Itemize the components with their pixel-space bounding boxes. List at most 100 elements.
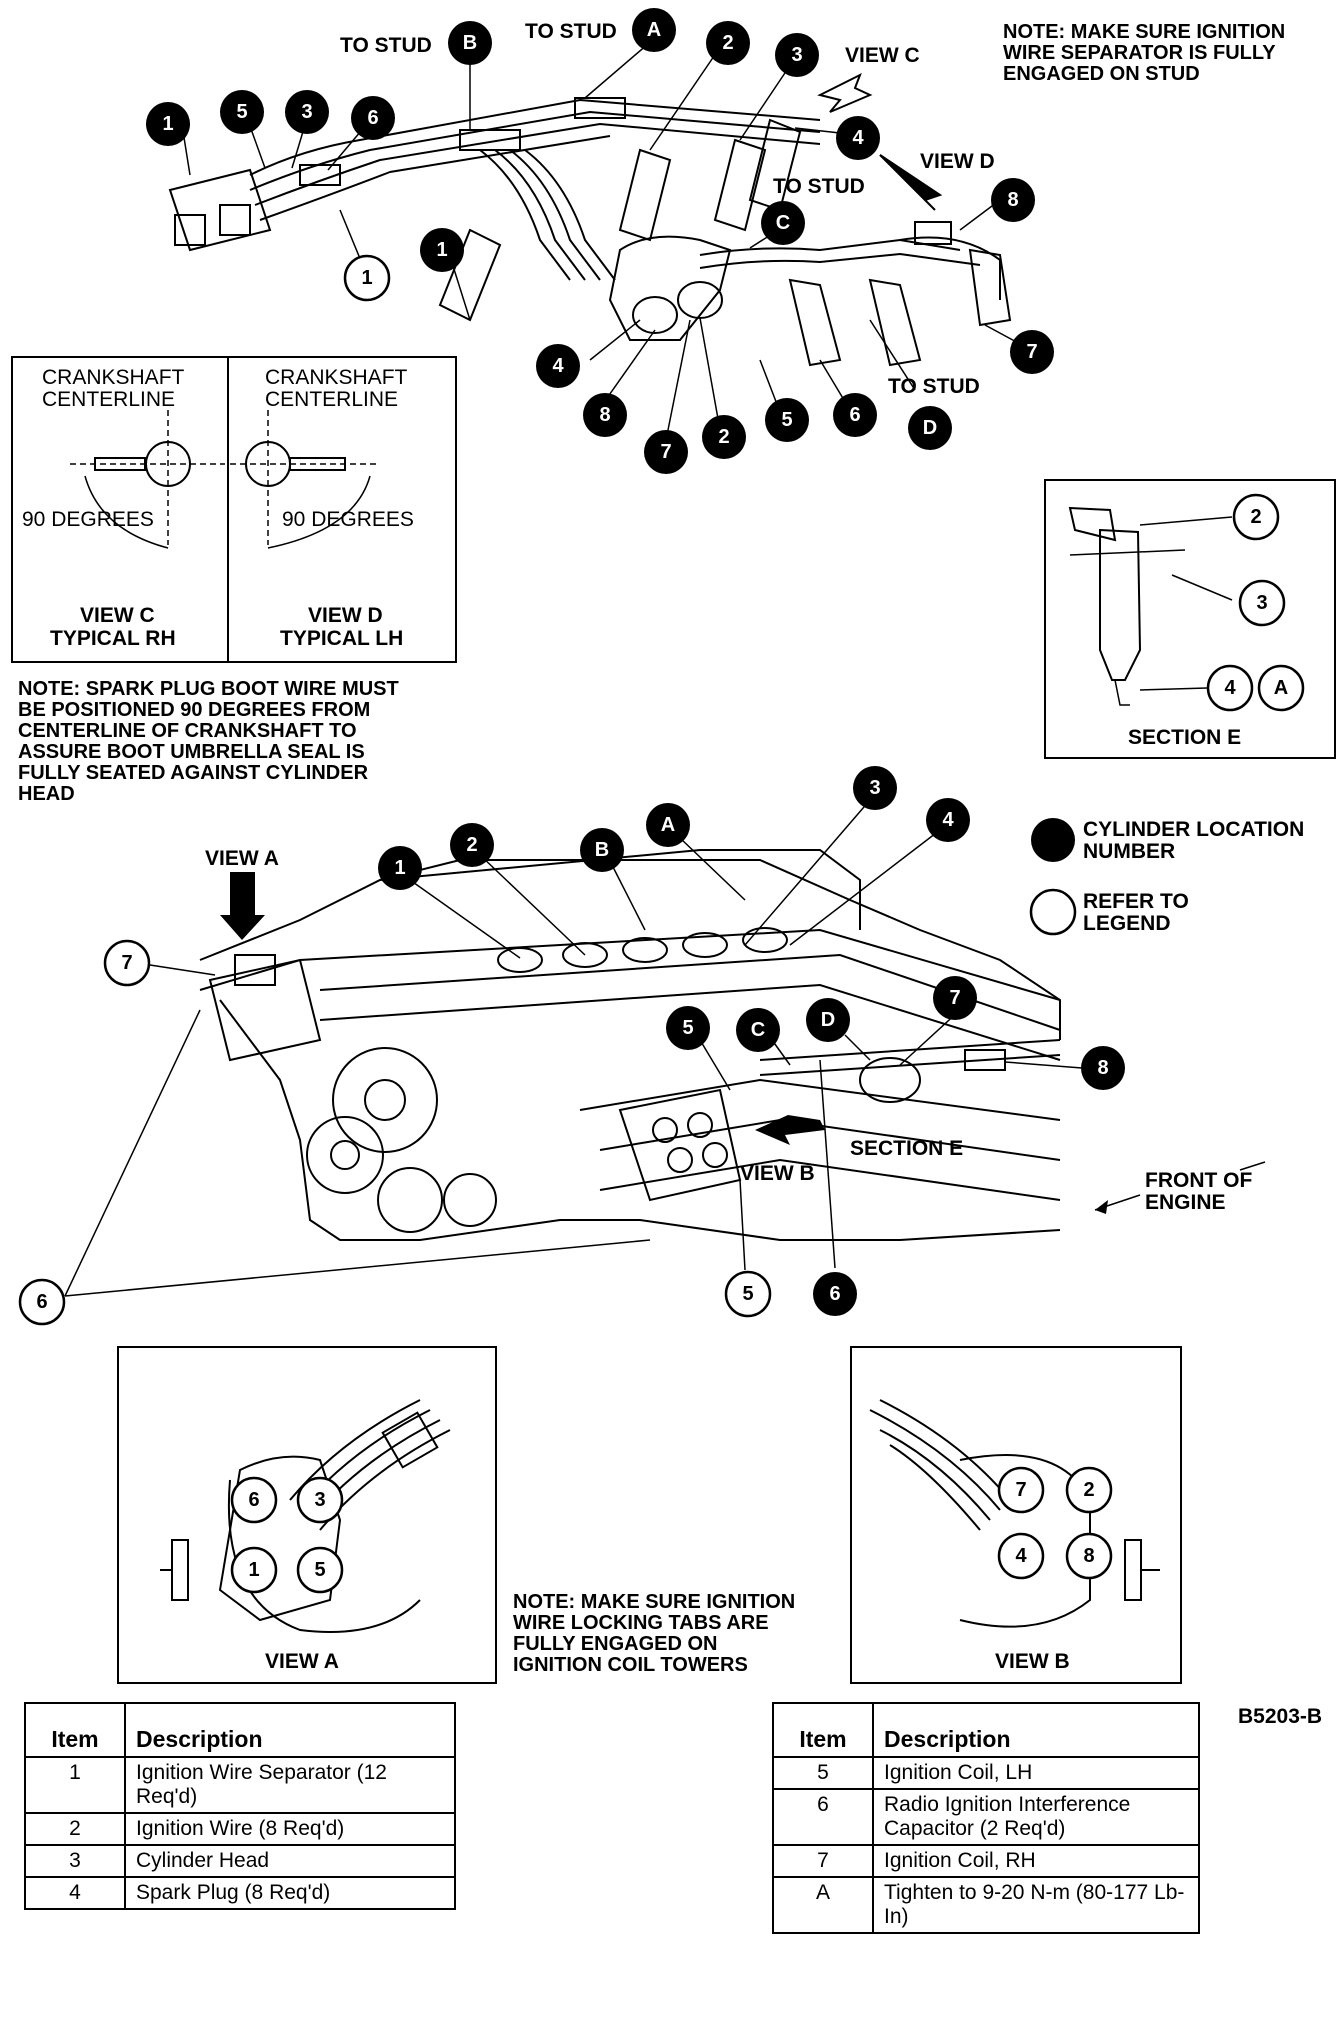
callout-circle xyxy=(765,398,809,442)
callout-number-2: 2 xyxy=(1250,506,1261,528)
callout-number-4: 4 xyxy=(852,127,864,149)
callout-circle xyxy=(724,1270,772,1318)
section-e-title: SECTION E xyxy=(1128,726,1241,749)
callout: 3 xyxy=(296,1476,344,1524)
note-locking-tabs: NOTE: MAKE SURE IGNITION WIRE LOCKING TA… xyxy=(513,1591,796,1676)
legend-row: A Tighten to 9-20 N-m (80-177 Lb-In) xyxy=(772,1876,1200,1934)
callout-number-2: 2 xyxy=(718,426,729,448)
callout-number-7: 7 xyxy=(660,441,671,463)
legend-header-description: Description xyxy=(872,1702,1200,1758)
view-a-arrow-label: VIEW A xyxy=(205,847,279,870)
legend-row: 6 Radio Ignition Interference Capacitor … xyxy=(772,1788,1200,1846)
legend-item: 7 xyxy=(772,1844,874,1878)
callout-letter-c: C xyxy=(751,1019,765,1041)
callout-number-1: 1 xyxy=(162,113,173,135)
section-e-label: SECTION E xyxy=(850,1137,963,1160)
callout-number-5: 5 xyxy=(236,101,247,123)
callout: 6 xyxy=(230,1476,278,1524)
callout-circle xyxy=(1031,818,1075,862)
callout-number-6: 6 xyxy=(36,1291,47,1313)
callout-number-7: 7 xyxy=(949,987,960,1009)
view-c-typical: VIEW C xyxy=(80,604,155,627)
callout-number-2: 2 xyxy=(466,834,477,856)
legend-description: Radio Ignition Interference Capacitor (2… xyxy=(872,1788,1200,1846)
callout-circle xyxy=(146,102,190,146)
callout-number-8: 8 xyxy=(1007,189,1018,211)
engine-drawing xyxy=(199,849,1266,1241)
legend-row: 2 Ignition Wire (8 Req'd) xyxy=(24,1812,456,1846)
note-separator: NOTE: MAKE SURE IGNITION WIRE SEPARATOR … xyxy=(1003,21,1286,85)
legend-item: 4 xyxy=(24,1876,126,1910)
callout-circle xyxy=(220,90,264,134)
legend-description: Cylinder Head xyxy=(124,1844,456,1878)
view-d-label: VIEW D xyxy=(920,150,995,173)
view-c-label: VIEW C xyxy=(845,44,920,67)
callout-number-4: 4 xyxy=(942,809,954,831)
callout-circle xyxy=(997,1532,1045,1580)
callout-circle xyxy=(285,90,329,134)
figure-id: B5203-B xyxy=(1238,1705,1322,1728)
callout-circle xyxy=(1010,330,1054,374)
callout-circle xyxy=(306,1116,384,1194)
cylinder-6-callout: 6 xyxy=(351,96,395,140)
view-b-title: VIEW B xyxy=(995,1650,1070,1673)
callout-circle xyxy=(1257,664,1305,712)
top-wire-harness-drawing xyxy=(168,72,1012,367)
callout: C xyxy=(736,1008,780,1052)
callout-letter-a: A xyxy=(661,814,675,836)
callout-circle xyxy=(632,8,676,52)
callout-number-3: 3 xyxy=(301,101,312,123)
view-b-arrow-label: VIEW B xyxy=(740,1162,815,1185)
to-stud-b-label: TO STUD xyxy=(340,34,432,57)
callout: 1 xyxy=(230,1546,278,1594)
callout: 3 xyxy=(1238,579,1286,627)
callout-letter-d: D xyxy=(923,417,937,439)
callout-letter-a: A xyxy=(1274,677,1288,699)
stud-a-callout: A xyxy=(632,8,676,52)
callout-number-3: 3 xyxy=(1256,592,1267,614)
legend-description: Ignition Coil, LH xyxy=(872,1756,1200,1790)
legend-item: 6 xyxy=(772,1788,874,1846)
callout-circle xyxy=(806,998,850,1042)
view-a-box: 6 3 1 5 xyxy=(117,1346,497,1684)
stud-c-callout: C xyxy=(761,201,805,245)
callout-circle xyxy=(833,393,877,437)
legend-header-description: Description xyxy=(124,1702,456,1758)
callout-circle xyxy=(652,1117,678,1143)
legend-description: Spark Plug (8 Req'd) xyxy=(124,1876,456,1910)
legend-header-row: Item Description xyxy=(24,1702,456,1758)
crankshaft-label-d1: CRANKSHAFT xyxy=(265,366,408,389)
cylinder-1b-callout: 1 xyxy=(420,228,464,272)
callout-circle xyxy=(706,21,750,65)
callout-circle xyxy=(1029,888,1077,936)
callout-circle xyxy=(377,1167,443,1233)
callout-circle xyxy=(813,1272,857,1316)
callout-circle xyxy=(836,116,880,160)
key-cylinder-1: CYLINDER LOCATION xyxy=(1083,818,1304,841)
callout-circle xyxy=(761,201,805,245)
view-d-typical: VIEW D xyxy=(308,604,383,627)
callout-circle xyxy=(687,1112,713,1138)
callout-circle xyxy=(1206,664,1254,712)
symbol-key xyxy=(1029,818,1077,936)
legend-description: Tighten to 9-20 N-m (80-177 Lb-In) xyxy=(872,1876,1200,1934)
top-callouts: 1 5 3 6 1 1 B A 2 3 4 8 C 7 4 8 7 2 5 6 … xyxy=(146,8,1054,474)
callout-number-4: 4 xyxy=(1015,1545,1027,1567)
front-of-engine-2: ENGINE xyxy=(1145,1191,1226,1214)
callout: 6 xyxy=(18,1278,66,1326)
ninety-degrees-d: 90 DEGREES xyxy=(282,508,414,531)
callout-circle xyxy=(330,1140,360,1170)
callout-circle xyxy=(378,846,422,890)
cylinder-2-callout: 2 xyxy=(706,21,750,65)
callout-circle xyxy=(18,1278,66,1326)
key-legend-1: REFER TO xyxy=(1083,890,1189,913)
stud-d-callout: D xyxy=(908,406,952,450)
crankshaft-label-c2: CENTERLINE xyxy=(42,388,175,411)
callout-circle xyxy=(644,430,688,474)
callout: 5 xyxy=(724,1270,772,1318)
cylinder-3-callout: 3 xyxy=(285,90,329,134)
callout-circle xyxy=(448,21,492,65)
callout-circle xyxy=(702,1142,728,1168)
callout-number-8: 8 xyxy=(599,404,610,426)
